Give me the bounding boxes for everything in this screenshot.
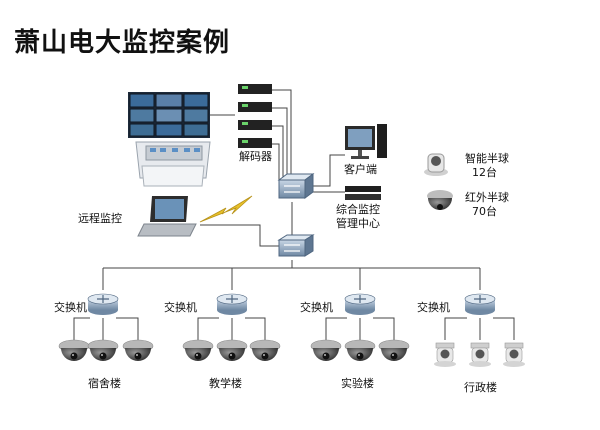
connection-lines: [73, 89, 515, 340]
page-title: 萧山电大监控案例: [14, 28, 231, 58]
building-switch-icon: [344, 293, 376, 315]
dome-camera-icon: [216, 339, 248, 361]
building-name: 行政楼: [464, 381, 497, 394]
decoder-label: 解码器: [239, 150, 272, 163]
center-label-line2: 管理中心: [336, 217, 380, 230]
management-center-icon: [345, 186, 381, 200]
ptz-camera-icon: [503, 342, 525, 367]
dome-camera-icon: [58, 339, 90, 361]
client-computer-icon: [345, 124, 387, 159]
video-wall-icon: [128, 92, 211, 187]
center-label-line1: 综合监控: [336, 203, 380, 216]
dome-camera-icon: [87, 339, 119, 361]
ptz-camera-icon: [469, 342, 491, 367]
smart-dome-count: 12台: [472, 166, 497, 179]
distribution-switch-icon: [277, 234, 315, 257]
ir-dome-count: 70台: [472, 205, 497, 218]
wireless-link-icon: [199, 195, 253, 223]
switch-label: 交换机: [417, 301, 450, 314]
dome-camera-icon: [182, 339, 214, 361]
dome-camera-icon: [378, 339, 410, 361]
client-label: 客户端: [344, 163, 377, 176]
switch-label: 交换机: [300, 301, 333, 314]
building-name: 宿舍楼: [88, 377, 121, 390]
switch-label: 交换机: [164, 301, 197, 314]
dome-camera-icon: [122, 339, 154, 361]
decoder-icon: [238, 84, 272, 148]
building-switch-icon: [464, 293, 496, 315]
building-name: 教学楼: [209, 377, 242, 390]
core-switch-icon: [277, 173, 315, 199]
building-switch-icon: [87, 293, 119, 315]
ptz-camera-icon: [424, 153, 448, 176]
laptop-icon: [137, 196, 197, 237]
dome-camera-icon: [249, 339, 281, 361]
dome-camera-icon: [427, 190, 453, 210]
building-name: 实验楼: [341, 377, 374, 390]
dome-camera-icon: [344, 339, 376, 361]
remote-label: 远程监控: [78, 212, 122, 225]
dome-camera-icon: [310, 339, 342, 361]
ir-dome-label: 红外半球: [465, 191, 509, 204]
building-switch-icon: [216, 293, 248, 315]
ptz-camera-icon: [434, 342, 456, 367]
smart-dome-label: 智能半球: [465, 152, 509, 165]
switch-label: 交换机: [54, 301, 87, 314]
